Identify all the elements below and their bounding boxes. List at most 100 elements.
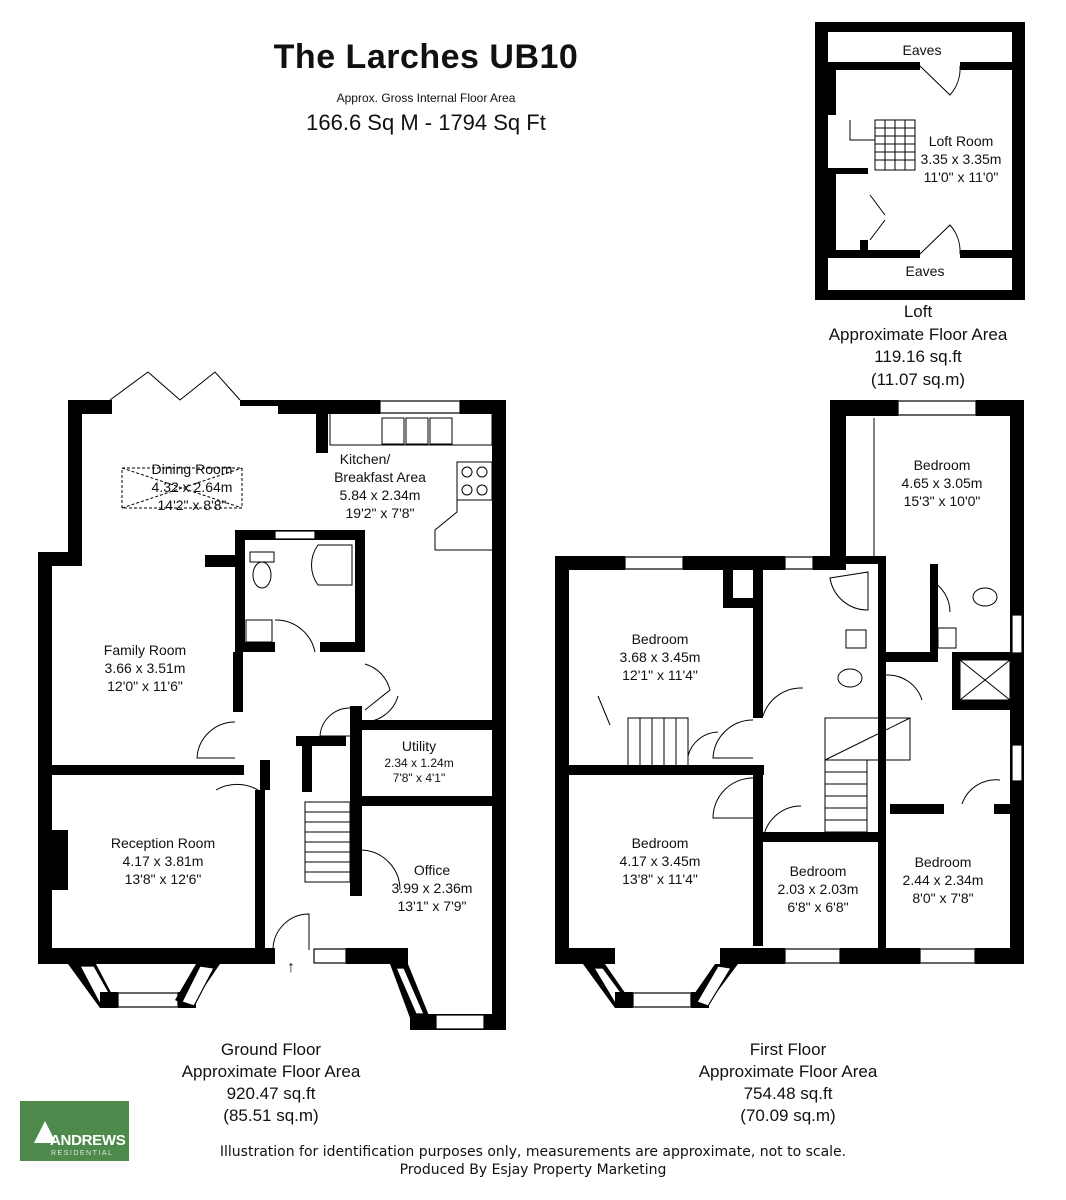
ground-floor-plan: Dining Room 4.32 x 2.64m 14'2" x 8'8" Ki… xyxy=(38,371,506,1030)
floor-area-sqft: 754.48 sq.ft xyxy=(744,1084,833,1103)
room-imperial: 6'8" x 6'8" xyxy=(787,899,848,915)
room-metric: 3.66 x 3.51m xyxy=(105,660,186,676)
room-metric: 4.17 x 3.81m xyxy=(123,853,204,869)
room-name: Dining Room xyxy=(152,461,233,477)
producer-credit: Produced By Esjay Property Marketing xyxy=(399,1162,667,1178)
room-metric: 2.44 x 2.34m xyxy=(903,872,984,888)
loft-wall xyxy=(960,62,1012,70)
eaves-label: Eaves xyxy=(906,263,945,279)
door xyxy=(712,777,754,819)
room-imperial: 13'8" x 11'4" xyxy=(622,871,698,887)
floor-area-label: Approximate Floor Area xyxy=(829,325,1008,344)
window xyxy=(624,556,684,570)
loft-wall xyxy=(815,22,1025,32)
room-imperial: 12'0" x 11'6" xyxy=(107,678,183,694)
room-metric: 5.84 x 2.34m xyxy=(340,487,421,503)
total-floor-area: 166.6 Sq M - 1794 Sq Ft xyxy=(306,110,546,135)
window xyxy=(784,948,841,964)
andrews-residential-logo: ANDREWS RESIDENTIAL xyxy=(20,1101,129,1161)
room-metric: 2.34 x 1.24m xyxy=(384,756,453,770)
door xyxy=(929,579,951,613)
door xyxy=(762,805,802,843)
kitchen-fittings xyxy=(329,412,493,551)
logo-name: ANDREWS xyxy=(50,1132,126,1149)
door xyxy=(687,731,719,757)
toilet-icon xyxy=(972,587,998,607)
loft-plan: Eaves Eaves Loft Room 3.35 x 3.35m 11'0"… xyxy=(815,22,1025,300)
shower-icon xyxy=(311,544,353,586)
door xyxy=(196,721,236,759)
room-name: Family Room xyxy=(104,642,186,658)
room-name: Bedroom xyxy=(632,835,689,851)
room-imperial: 15'3" x 10'0" xyxy=(904,493,981,509)
door xyxy=(361,849,401,891)
room-imperial: 13'8" x 12'6" xyxy=(125,871,202,887)
stairs xyxy=(304,801,351,883)
room-imperial: 19'2" x 7'8" xyxy=(346,505,415,521)
door xyxy=(274,619,316,653)
room-name: Breakfast Area xyxy=(334,469,426,485)
room-imperial: 13'1" x 7'9" xyxy=(398,898,467,914)
loft-wall xyxy=(860,240,868,250)
eaves-label: Eaves xyxy=(903,42,942,58)
room-imperial: 11'0" x 11'0" xyxy=(924,169,999,185)
room-imperial: 14'2" x 8'8" xyxy=(158,497,227,513)
front-door xyxy=(272,913,310,951)
logo-subtitle: RESIDENTIAL xyxy=(51,1150,114,1157)
floor-area-sqm: (70.09 sq.m) xyxy=(740,1106,835,1125)
toilet-icon xyxy=(252,561,272,589)
loft-wall xyxy=(828,168,868,174)
room-imperial: 12'1" x 11'4" xyxy=(622,667,698,683)
room-metric: 2.03 x 2.03m xyxy=(778,881,859,897)
floor-name: Loft xyxy=(904,302,933,321)
floor-area-sqm: (11.07 sq.m) xyxy=(871,370,965,389)
disclaimer-text: Illustration for identification purposes… xyxy=(219,1144,847,1160)
window xyxy=(181,965,215,1007)
bifold-doors xyxy=(109,371,241,401)
room-name: Bedroom xyxy=(914,457,971,473)
door xyxy=(961,779,1001,805)
room-name: Office xyxy=(414,862,451,878)
page-title: The Larches UB10 xyxy=(273,38,579,76)
room-metric: 4.65 x 3.05m xyxy=(902,475,983,491)
fireplace xyxy=(40,830,68,890)
door xyxy=(361,695,399,723)
room-imperial: 8'0" x 7'8" xyxy=(912,890,973,906)
floor-area-sqft: 920.47 sq.ft xyxy=(227,1084,316,1103)
room-metric: 4.17 x 3.45m xyxy=(620,853,701,869)
door xyxy=(712,719,754,759)
window xyxy=(897,400,977,416)
room-metric: 4.32 x 2.64m xyxy=(152,479,233,495)
door xyxy=(319,707,351,737)
floor-name: First Floor xyxy=(750,1040,827,1059)
stairs xyxy=(627,717,911,833)
room-name: Utility xyxy=(402,738,436,754)
bath-icon xyxy=(829,571,869,611)
logo-mark-icon xyxy=(34,1121,56,1143)
loft-cupboard-door xyxy=(869,194,886,241)
room-name: Loft Room xyxy=(929,133,994,149)
loft-wall xyxy=(815,290,1025,300)
basin-icon xyxy=(937,627,957,649)
room-metric: 3.35 x 3.35m xyxy=(921,151,1002,167)
roof-lantern xyxy=(121,467,243,509)
first-floor-plan: Bedroom 4.65 x 3.05m 15'3" x 10'0" Bedro… xyxy=(555,400,1024,1008)
door xyxy=(597,695,611,726)
window xyxy=(784,556,814,570)
bathroom-fittings xyxy=(245,544,353,643)
window xyxy=(313,948,347,964)
hob-icon xyxy=(456,461,493,501)
window xyxy=(274,530,316,540)
bathroom-fittings xyxy=(829,418,1011,701)
loft-wall xyxy=(960,250,1012,258)
shower-icon xyxy=(959,659,1011,701)
floor-area-label: Approximate Floor Area xyxy=(182,1062,361,1081)
loft-wall xyxy=(828,62,920,70)
loft-wall xyxy=(828,70,836,115)
room-imperial: 7'8" x 4'1" xyxy=(393,771,445,785)
loft-door xyxy=(919,65,961,96)
window xyxy=(1011,744,1023,782)
room-name: Bedroom xyxy=(915,854,972,870)
floor-area-label: Approximate Floor Area xyxy=(699,1062,878,1081)
loft-wall xyxy=(815,22,828,300)
